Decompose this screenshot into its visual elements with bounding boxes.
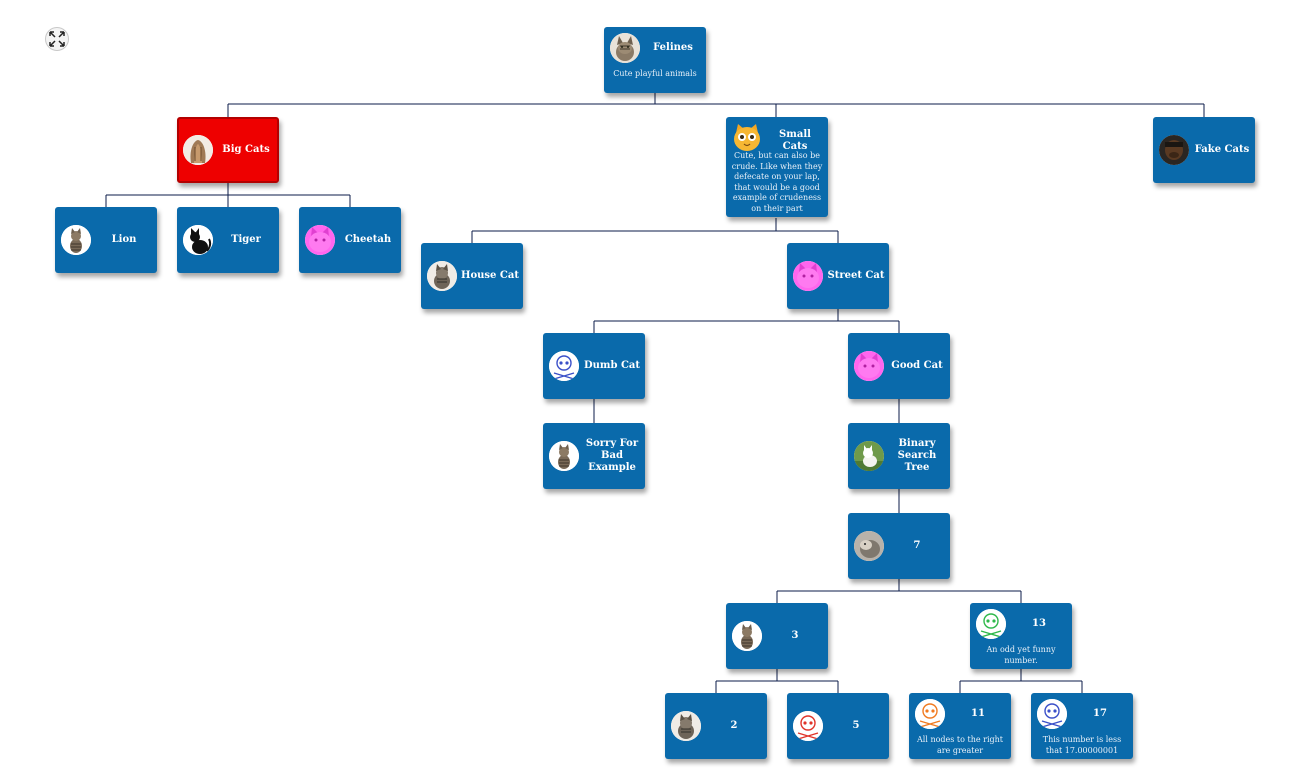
tabby-cat-avatar — [549, 441, 579, 471]
gray-cat-avatar — [854, 531, 884, 561]
edge-3-children — [715, 669, 839, 693]
cat-emoji-avatar — [732, 123, 762, 153]
pink-cat-avatar — [793, 261, 823, 291]
node-11[interactable]: 11 All nodes to the right are greater — [909, 693, 1011, 759]
green-skull-crossbones-avatar — [976, 609, 1006, 639]
big-cat-avatar — [183, 135, 213, 165]
node-street-cat[interactable]: Street Cat — [787, 243, 889, 309]
node-name: Binary Search Tree — [897, 438, 937, 473]
node-7[interactable]: 7 — [848, 513, 950, 579]
node-5[interactable]: 5 — [787, 693, 889, 759]
node-small-cats[interactable]: Small Cats Cute, but can also be crude. … — [726, 117, 828, 217]
edge-bigcats-children — [105, 183, 351, 207]
node-fake-cats[interactable]: Fake Cats — [1153, 117, 1255, 183]
node-description: An odd yet funny number. — [986, 645, 1056, 665]
node-name: Good Cat — [891, 360, 943, 371]
node-name: Sorry For Bad Example — [585, 438, 639, 473]
node-13[interactable]: 13 An odd yet funny number. — [970, 603, 1072, 669]
dark-portrait-avatar — [1159, 135, 1189, 165]
node-name: 11 — [971, 708, 985, 719]
blue-skull-crossbones-avatar — [1037, 699, 1067, 729]
tabby-cat-avatar — [610, 33, 640, 63]
node-name: Big Cats — [222, 144, 270, 155]
node-name: Street Cat — [827, 270, 885, 281]
edge-felines-children — [227, 93, 1205, 117]
node-cheetah[interactable]: Cheetah — [299, 207, 401, 273]
pink-cat-avatar — [305, 225, 335, 255]
node-name: Cheetah — [344, 234, 392, 245]
node-dumb-cat[interactable]: Dumb Cat — [543, 333, 645, 399]
node-description: This number is less that 17.00000001 — [1042, 735, 1122, 755]
node-binary-search-tree[interactable]: Binary Search Tree — [848, 423, 950, 489]
black-cat-avatar — [183, 225, 213, 255]
node-name: Small Cats — [779, 129, 811, 152]
blue-skull-crossbones-avatar — [549, 351, 579, 381]
edge-streetcat-children — [593, 309, 900, 333]
node-name: Fake Cats — [1194, 144, 1250, 155]
node-felines[interactable]: Felines Cute playful animals — [604, 27, 706, 93]
node-description: Cute playful animals — [613, 69, 697, 78]
node-name: Tiger — [231, 234, 261, 245]
edge-7-children — [776, 579, 1022, 603]
node-name: Felines — [653, 42, 693, 53]
node-17[interactable]: 17 This number is less that 17.00000001 — [1031, 693, 1133, 759]
node-sorry-for-bad-example[interactable]: Sorry For Bad Example — [543, 423, 645, 489]
edge-smallcats-children — [471, 218, 839, 243]
node-house-cat[interactable]: House Cat — [421, 243, 523, 309]
node-name: 2 — [730, 720, 738, 731]
orange-skull-crossbones-avatar — [915, 699, 945, 729]
tabby-cat-avatar — [671, 711, 701, 741]
node-name: 17 — [1093, 708, 1107, 719]
node-name: 3 — [791, 630, 799, 641]
white-kitten-avatar — [854, 441, 884, 471]
tabby-cat-avatar — [61, 225, 91, 255]
node-name: 7 — [913, 540, 921, 551]
tabby-cat-avatar — [732, 621, 762, 651]
tabby-cat-avatar — [427, 261, 457, 291]
node-tiger[interactable]: Tiger — [177, 207, 279, 273]
red-skull-crossbones-avatar — [793, 711, 823, 741]
node-name: Dumb Cat — [583, 360, 641, 371]
node-lion[interactable]: Lion — [55, 207, 157, 273]
node-name: 5 — [852, 720, 860, 731]
node-good-cat[interactable]: Good Cat — [848, 333, 950, 399]
expand-button[interactable] — [45, 27, 69, 51]
node-name: 13 — [1032, 618, 1046, 629]
expand-arrows-icon — [49, 31, 65, 47]
node-3[interactable]: 3 — [726, 603, 828, 669]
node-name: House Cat — [461, 270, 519, 281]
node-description: All nodes to the right are greater — [917, 735, 1003, 755]
node-description: Cute, but can also be crude. Like when t… — [731, 151, 823, 213]
node-2[interactable]: 2 — [665, 693, 767, 759]
node-name: Lion — [111, 234, 137, 245]
node-big-cats[interactable]: Big Cats — [177, 117, 279, 183]
pink-cat-avatar — [854, 351, 884, 381]
edge-13-children — [959, 669, 1083, 693]
